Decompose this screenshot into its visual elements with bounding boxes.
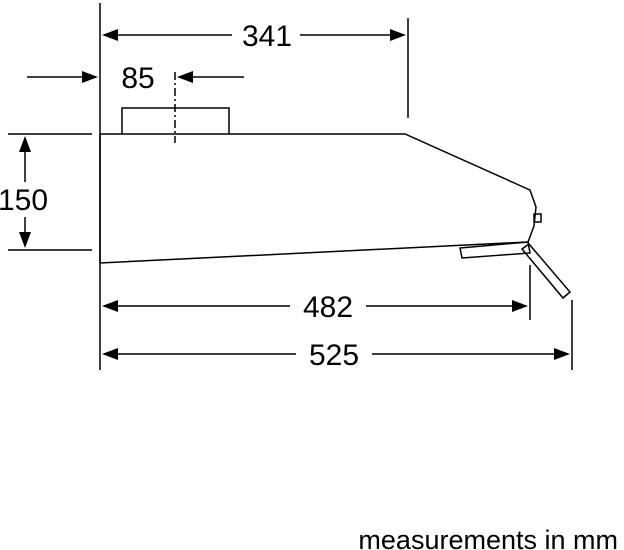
- dimension-482: 482: [102, 291, 528, 324]
- units-footnote: measurements in mm: [358, 525, 618, 550]
- hood-outline: [99, 107, 572, 300]
- dimension-label-150: 150: [0, 184, 48, 217]
- dimension-341: 341: [102, 20, 406, 53]
- dimension-525: 525: [102, 339, 570, 372]
- dimension-label-525: 525: [309, 339, 359, 372]
- dimension-85: 85: [27, 62, 244, 95]
- extension-lines: [8, 3, 573, 370]
- dimension-label-341: 341: [242, 20, 292, 53]
- dimension-150: 150: [0, 136, 48, 248]
- dimension-label-85: 85: [121, 62, 154, 95]
- dimension-label-482: 482: [303, 291, 353, 324]
